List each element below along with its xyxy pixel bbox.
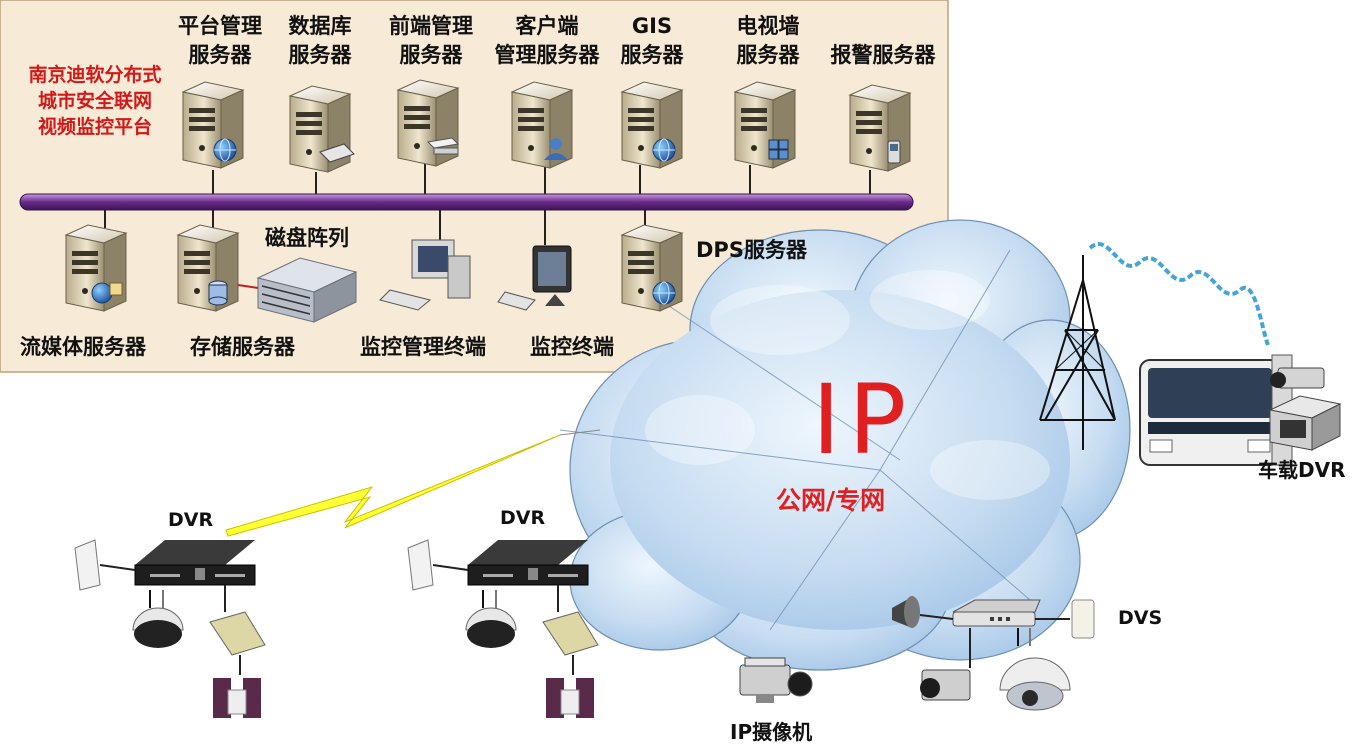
dvr-1-group [74, 539, 266, 718]
monitor-icon [497, 245, 572, 311]
disk-icon [208, 280, 228, 306]
vehicle-dvr-icon [1268, 395, 1342, 451]
phone-icon [887, 140, 901, 164]
user-icon [544, 138, 568, 160]
globe-icon [213, 138, 237, 162]
vehicle-camera-icon [1270, 367, 1325, 389]
label-vehicle-dvr: 车载DVR [1258, 458, 1346, 482]
label-dvr-2: DVR [500, 507, 546, 529]
platform-title-line-2: 城市安全联网 [37, 90, 152, 112]
globe-icon [652, 138, 676, 162]
label-dvs: DVS [1118, 607, 1163, 629]
bus-drops [104, 162, 871, 245]
label-ip-camera: IP摄像机 [730, 720, 813, 744]
disk-array-icon [237, 257, 358, 323]
server-stream-media-icon [64, 224, 128, 312]
label-dps-server: DPS服务器 [696, 238, 807, 262]
ip-camera-icon [739, 657, 813, 703]
dvr-2-group [407, 539, 599, 718]
lan-bus [19, 193, 914, 211]
server-frontend-management-icon [396, 79, 460, 167]
server-label-platform: 平台管理服务器 [178, 14, 262, 67]
server-database-icon [288, 85, 355, 173]
switch-icon [426, 137, 460, 155]
grid-icon [768, 139, 789, 160]
dvs-group [892, 596, 1095, 711]
globe-icon [652, 281, 676, 305]
label-disk-array: 磁盘阵列 [265, 226, 349, 250]
server-dps-icon [620, 224, 684, 312]
label-stream-server: 流媒体服务器 [20, 335, 146, 359]
server-label-client: 客户端管理服务器 [494, 14, 600, 67]
server-client-management-icon [510, 81, 574, 169]
server-platform-management-icon [181, 81, 245, 169]
server-tvwall-icon [733, 81, 797, 169]
label-dvr-1: DVR [168, 509, 214, 531]
server-label-alarm: 报警服务器 [830, 43, 936, 67]
wireless-link-icon [225, 434, 561, 537]
cloud-label-ip: IP [812, 364, 915, 476]
server-label-frontend: 前端管理服务器 [389, 14, 473, 67]
signal-wave-icon [1088, 242, 1270, 346]
keyboard-icon [319, 143, 355, 163]
server-label-tvwall: 电视墙服务器 [736, 14, 800, 67]
label-storage-server: 存储服务器 [190, 335, 295, 359]
server-storage-icon [176, 224, 240, 312]
cloud-label-network: 公网/专网 [776, 486, 886, 515]
platform-title-line-1: 南京迪软分布式 [28, 64, 162, 86]
server-label-database: 数据库服务器 [288, 14, 352, 67]
label-monitor-management-terminal: 监控管理终端 [360, 335, 486, 359]
label-monitor-terminal: 监控终端 [530, 335, 614, 359]
server-gis-icon [620, 81, 684, 169]
globe-box-icon [91, 282, 123, 304]
server-alarm-icon [848, 84, 912, 172]
platform-title-line-3: 视频监控平台 [37, 116, 152, 138]
workstation-icon [379, 239, 471, 311]
bus-vehicle-icon [1139, 354, 1293, 466]
radio-tower-icon [1039, 255, 1116, 450]
